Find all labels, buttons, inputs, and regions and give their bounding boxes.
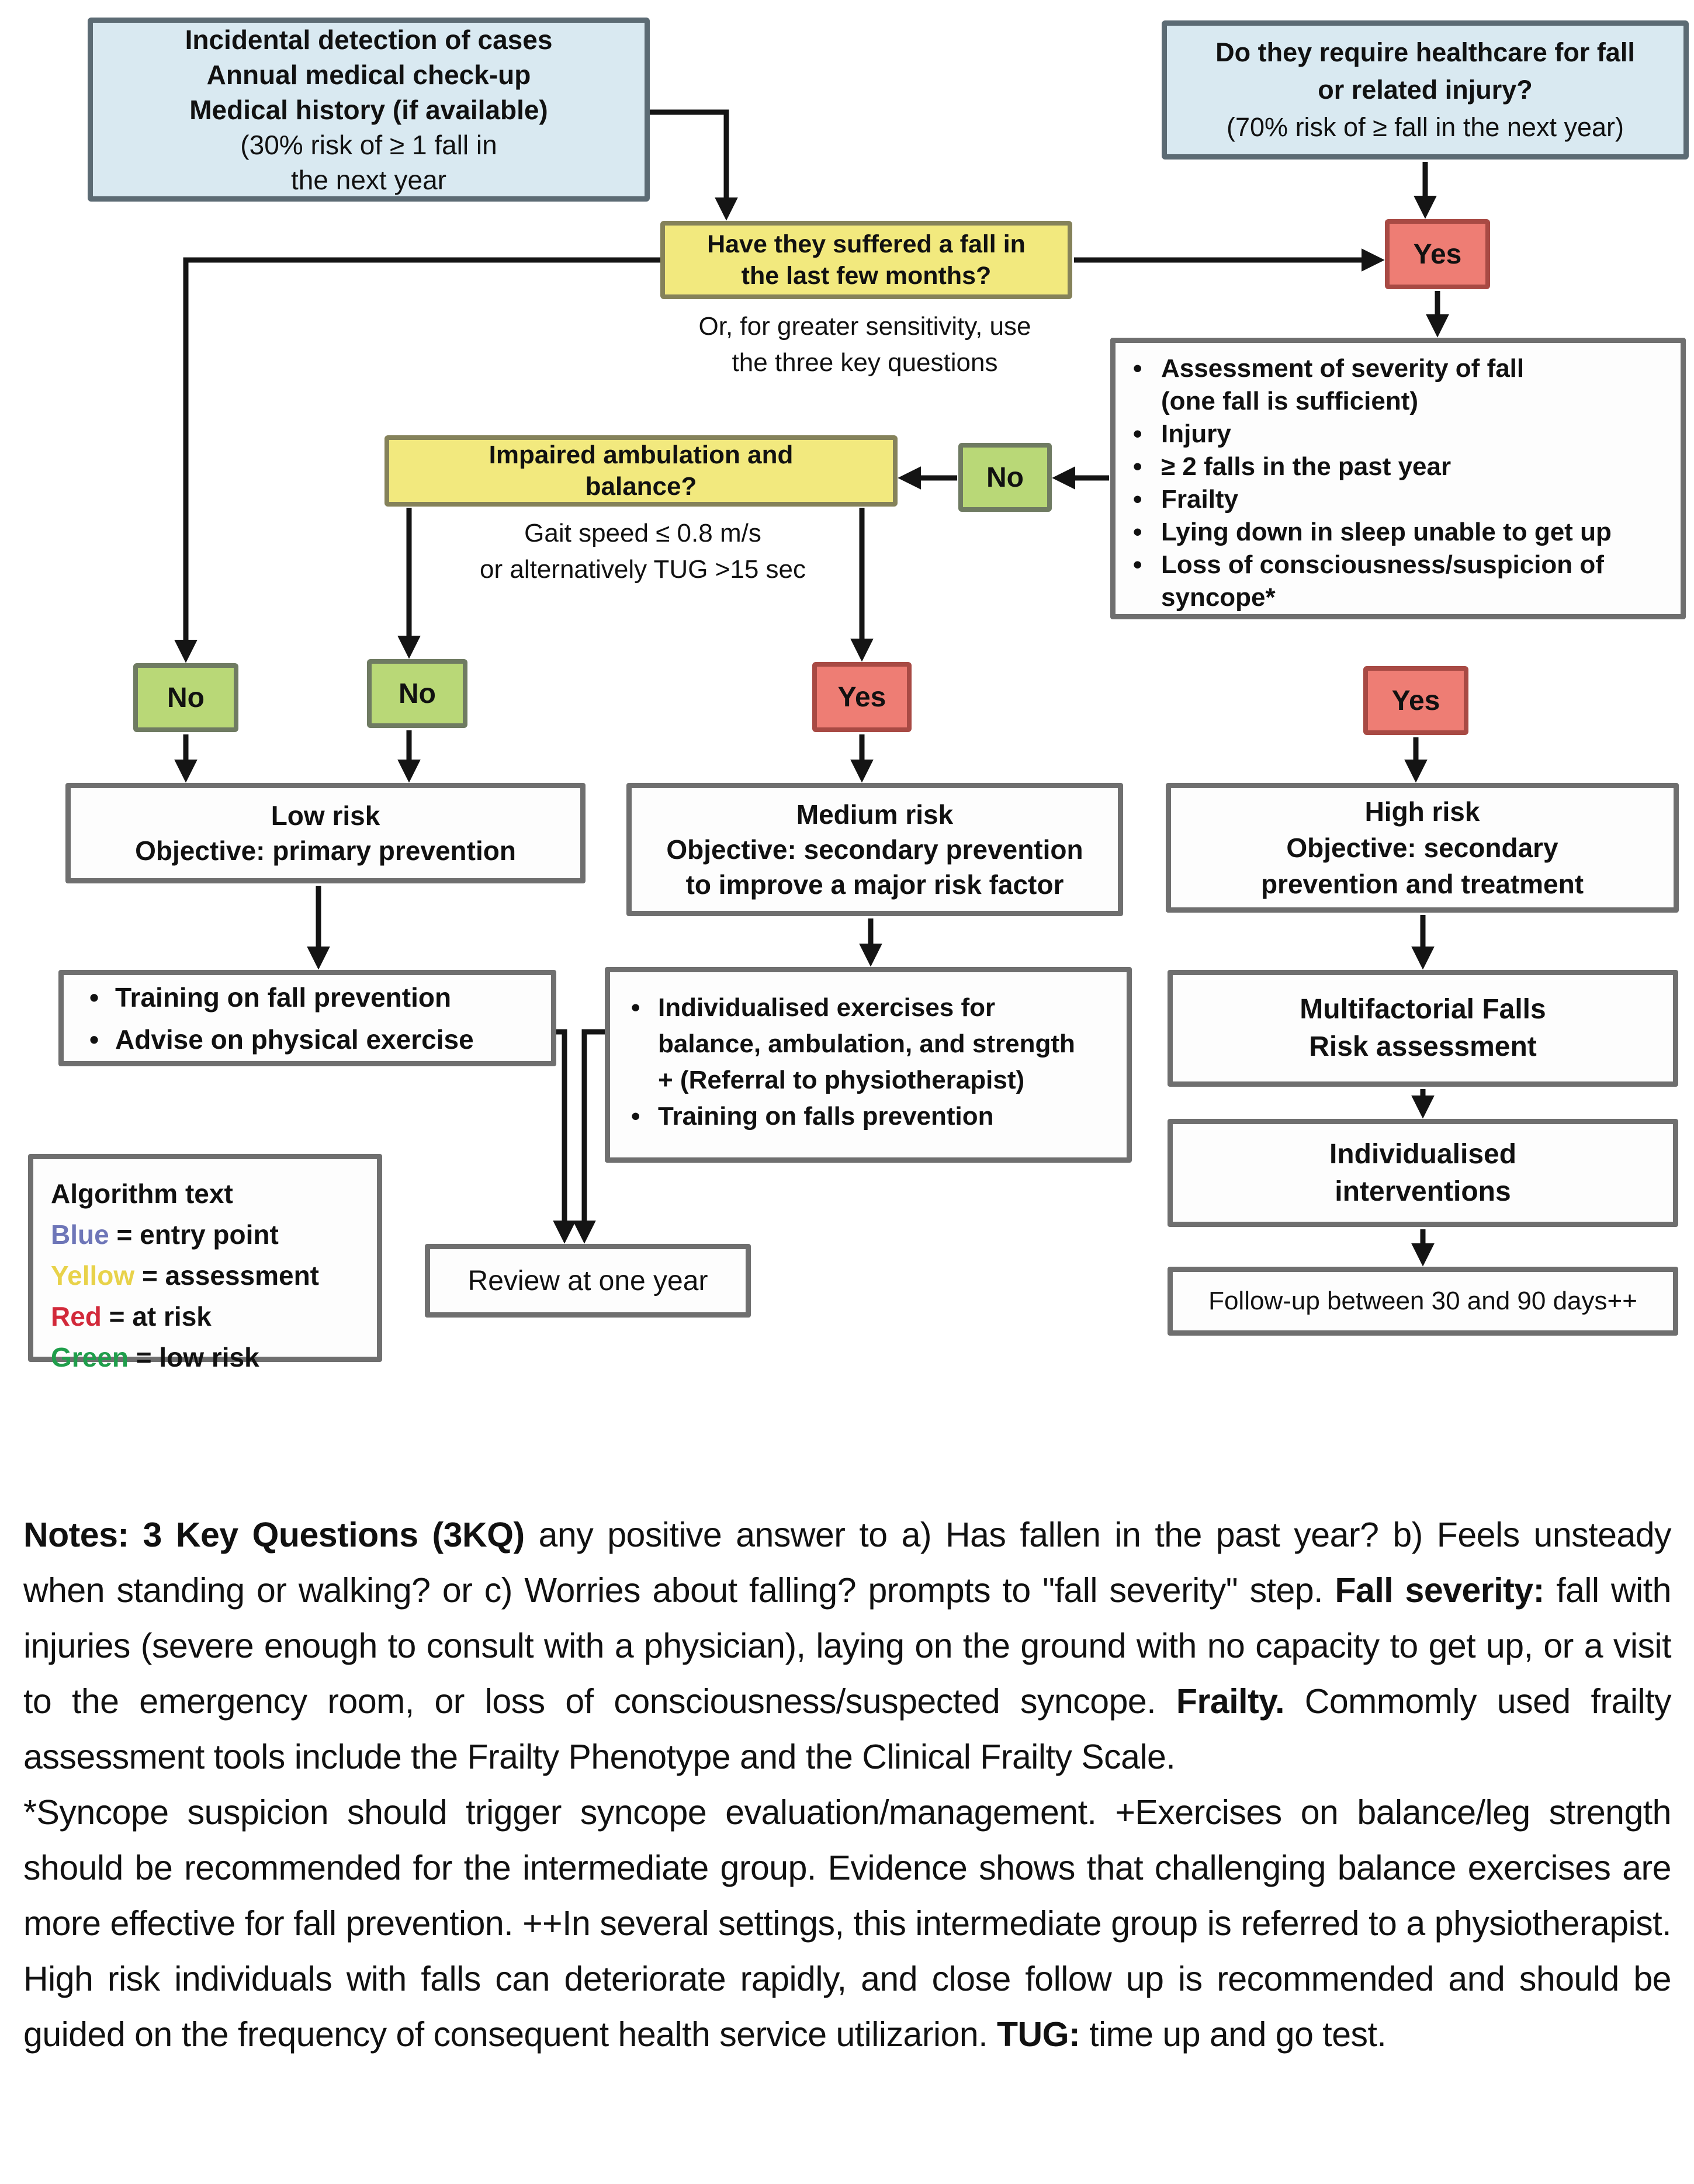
entry-left-box: Incidental detection of cases Annual med… [88, 18, 650, 202]
legend-blue-swatch-word: Blue [51, 1219, 109, 1250]
legend-item-red: Red = at risk [51, 1301, 212, 1332]
fall-question-box: Have they suffered a fall in the last fe… [660, 221, 1072, 299]
gait-note-line2: or alternatively TUG >15 sec [480, 555, 806, 584]
gait-note-line1: Gait speed ≤ 0.8 m/s [524, 519, 761, 547]
yes-mid-label: Yes [837, 681, 886, 713]
notes-paragraph-1: Notes: 3 Key Questions (3KQ) any positiv… [23, 1516, 1672, 1776]
ambulation-question-line2: balance? [585, 472, 697, 501]
arrow-exercises-to-review [573, 1029, 605, 1244]
arrow-qfall-to-noleft [174, 257, 660, 663]
connector-arrows [174, 109, 1449, 1267]
interventions-line2: interventions [1335, 1176, 1511, 1207]
arrow-training-to-review [553, 1029, 576, 1244]
entry-left-line5: the next year [291, 164, 446, 195]
arrow-entryleft-to-qfall [650, 109, 738, 221]
legend-yellow-swatch-word: Yellow [51, 1260, 135, 1291]
yes-mid-box: Yes [812, 662, 912, 732]
medium-risk-title: Medium risk [796, 799, 954, 830]
assessment-bullet: ≥ 2 falls in the past year [1133, 450, 1671, 483]
high-risk-objective-line2: prevention and treatment [1260, 869, 1584, 899]
multifactorial-line2: Risk assessment [1309, 1031, 1537, 1062]
legend-red-swatch-word: Red [51, 1301, 102, 1332]
training-bullet: Training on fall prevention [89, 976, 545, 1018]
training-bullet-list: Training on fall prevention Advise on ph… [89, 976, 545, 1060]
assessment-bullet: Assessment of severity of fall (one fall… [1133, 352, 1671, 418]
low-risk-objective: Objective: primary prevention [135, 836, 516, 866]
fall-question-line1: Have they suffered a fall in [707, 230, 1026, 258]
legend-title: Algorithm text [51, 1178, 233, 1209]
no-mid-label: No [399, 678, 436, 709]
yes-top-box: Yes [1385, 219, 1490, 289]
individualised-interventions-box: Individualised interventions [1168, 1119, 1678, 1227]
gait-speed-note: Gait speed ≤ 0.8 m/s or alternatively TU… [380, 515, 906, 588]
entry-right-line2: or related injury? [1318, 75, 1533, 105]
entry-left-line3: Medical history (if available) [189, 94, 548, 125]
entry-right-box: Do they require healthcare for fall or r… [1162, 20, 1689, 160]
medium-risk-objective-line2: to improve a major risk factor [685, 869, 1064, 900]
review-box: Review at one year [425, 1244, 751, 1318]
high-risk-objective-line1: Objective: secondary [1286, 833, 1558, 863]
ambulation-question-box: Impaired ambulation and balance? [384, 435, 898, 507]
assessment-bullet-list: Assessment of severity of fall (one fall… [1133, 352, 1671, 614]
training-box: Training on fall prevention Advise on ph… [58, 970, 556, 1066]
legend-item-blue: Blue = entry point [51, 1219, 279, 1250]
high-risk-box: High risk Objective: secondary preventio… [1166, 783, 1679, 913]
followup-box: Follow-up between 30 and 90 days++ [1168, 1267, 1678, 1336]
no-left-label: No [167, 682, 205, 713]
interventions-line1: Individualised [1329, 1138, 1517, 1170]
fall-question-line2: the last few months? [741, 262, 992, 290]
yes-top-label: Yes [1413, 238, 1462, 270]
exercises-bullet: Individualised exercises for balance, am… [631, 990, 1118, 1098]
review-label: Review at one year [467, 1265, 708, 1296]
entry-left-line1: Incidental detection of cases [185, 24, 553, 55]
sensitivity-note: Or, for greater sensitivity, use the thr… [611, 308, 1119, 381]
multifactorial-line1: Multifactorial Falls [1300, 994, 1546, 1025]
multifactorial-assessment-box: Multifactorial Falls Risk assessment [1168, 970, 1678, 1087]
low-risk-title: Low risk [271, 800, 380, 831]
sensitivity-note-line2: the three key questions [732, 348, 998, 377]
no-left-box: No [133, 663, 238, 732]
notes-paragraph-2: *Syncope suspicion should trigger syncop… [23, 1793, 1672, 2054]
legend-box: Algorithm text Blue = entry point Yellow… [28, 1154, 382, 1372]
notes-text: Notes: 3 Key Questions (3KQ) any positiv… [23, 1507, 1672, 2062]
entry-left-line2: Annual medical check-up [206, 59, 531, 90]
no-assessment-box: No [958, 443, 1052, 512]
no-mid-box: No [367, 659, 467, 728]
low-risk-box: Low risk Objective: primary prevention [65, 783, 586, 883]
assessment-bullet: Frailty [1133, 483, 1671, 516]
entry-right-line1: Do they require healthcare for fall [1215, 37, 1635, 67]
legend-item-yellow: Yellow = assessment [51, 1260, 319, 1291]
legend-green-swatch-word: Green [51, 1342, 129, 1372]
assessment-bullet: Lying down in sleep unable to get up [1133, 516, 1671, 549]
assessment-bullet: Loss of consciousness/suspicion of synco… [1133, 549, 1671, 614]
individualised-exercises-box: Individualised exercises for balance, am… [605, 967, 1132, 1163]
sensitivity-note-line1: Or, for greater sensitivity, use [698, 312, 1031, 341]
entry-right-line3: (70% risk of ≥ fall in the next year) [1227, 112, 1624, 142]
medium-risk-objective-line1: Objective: secondary prevention [666, 834, 1083, 865]
followup-label: Follow-up between 30 and 90 days++ [1208, 1287, 1637, 1315]
fall-severity-assessment-box: Assessment of severity of fall (one fall… [1110, 338, 1686, 619]
yes-right-box: Yes [1363, 666, 1468, 735]
assessment-bullet: Injury [1133, 418, 1671, 450]
no-assessment-label: No [986, 462, 1024, 493]
entry-left-line4: (30% risk of ≥ 1 fall in [240, 129, 497, 160]
high-risk-title: High risk [1364, 796, 1480, 827]
ambulation-question-line1: Impaired ambulation and [489, 441, 794, 469]
medium-risk-box: Medium risk Objective: secondary prevent… [626, 783, 1123, 916]
exercises-bullet: Training on falls prevention [631, 1098, 1118, 1135]
legend-item-green: Green = low risk [51, 1342, 259, 1372]
training-bullet: Advise on physical exercise [89, 1018, 545, 1060]
yes-right-label: Yes [1391, 685, 1440, 716]
exercises-bullet-list: Individualised exercises for balance, am… [631, 990, 1118, 1135]
